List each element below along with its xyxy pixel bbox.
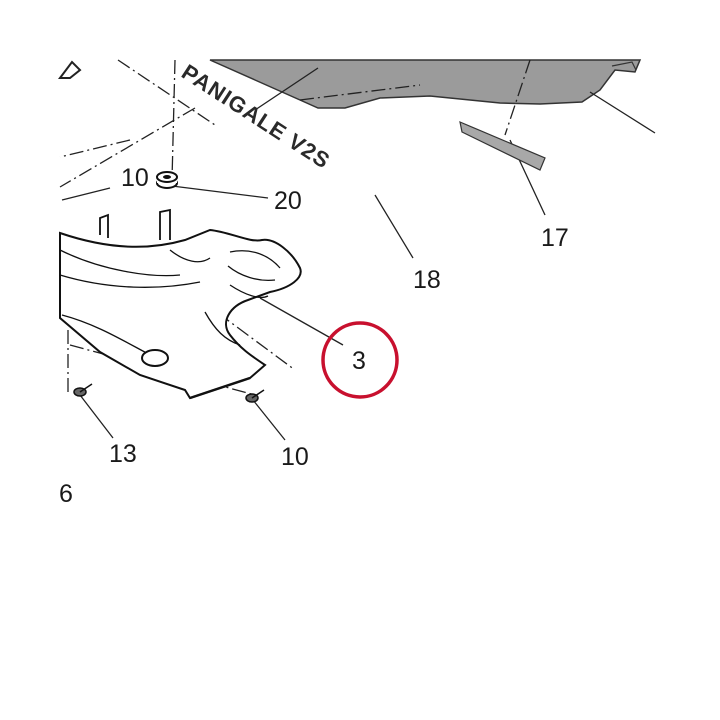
screw-part	[245, 389, 265, 403]
leader-line	[374, 194, 414, 259]
bracket-outline	[58, 60, 82, 79]
callout-10-bottom: 10	[281, 443, 309, 471]
leader-line	[252, 399, 286, 441]
guide-line	[171, 59, 176, 181]
leader-line	[79, 394, 114, 439]
callout-6: 6	[59, 480, 73, 508]
callout-13: 13	[109, 440, 137, 468]
guide-line	[504, 59, 531, 136]
air-duct-part	[59, 208, 302, 400]
guide-line	[59, 139, 131, 158]
leader-line	[254, 67, 319, 111]
leader-line	[589, 91, 656, 134]
callout-18: 18	[413, 266, 441, 294]
screw-part	[73, 383, 93, 397]
guide-line	[117, 59, 216, 126]
decal-strip	[459, 121, 546, 171]
duct-port-hole	[141, 349, 169, 367]
leader-line	[171, 185, 269, 199]
leader-line	[61, 187, 111, 201]
guide-line	[299, 84, 421, 101]
callout-10-top: 10	[121, 164, 149, 192]
washer-part	[156, 171, 178, 189]
highlight-circle	[321, 321, 399, 399]
upper-fairing-panel	[209, 59, 642, 109]
callout-20: 20	[274, 187, 302, 215]
upper-fairing-edge	[611, 61, 637, 71]
callout-17: 17	[541, 224, 569, 252]
callout-3: 3	[352, 347, 366, 375]
guide-line	[59, 107, 196, 188]
